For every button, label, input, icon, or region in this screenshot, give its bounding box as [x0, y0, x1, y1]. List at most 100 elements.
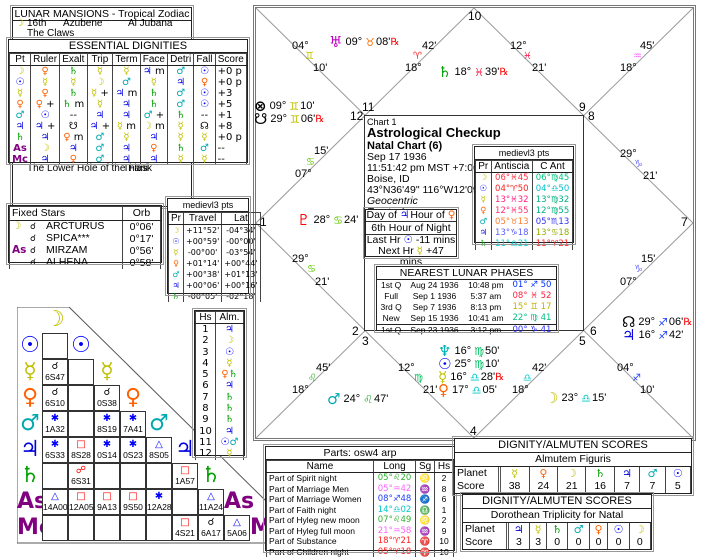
star-point: ☽: [12, 220, 22, 232]
uranus-icon: ♅: [329, 33, 343, 51]
house-number: 5: [195, 369, 216, 381]
mansion-point: ☽: [15, 18, 24, 29]
chart-place: Boise, ID: [367, 173, 410, 185]
aspect-diagonal-glyph: ☽: [45, 307, 65, 332]
row-label: Score: [455, 480, 501, 493]
planet-score: 0: [588, 536, 609, 549]
almuten: ♄: [214, 403, 245, 415]
point: ☉: [168, 236, 184, 247]
point: ♂: [168, 269, 184, 280]
aspect-diagonal-glyph: ♃: [175, 437, 195, 462]
aspect-orb: 8S28: [71, 450, 91, 460]
planet-placement-part-of-fortune: ⊗09°♊10': [254, 97, 314, 115]
cusp-degree: 18°: [620, 62, 637, 74]
row-label: Planet: [455, 467, 501, 480]
planet-glyph: ♄: [585, 467, 615, 480]
phase: 1st Q: [380, 280, 402, 290]
ruler: ♀: [30, 65, 61, 77]
antiscia: 12°♓55: [490, 206, 534, 217]
placement-minute: 24': [343, 214, 359, 226]
phase: 1st Q: [380, 325, 402, 335]
part-of-fortune-icon: ⊗: [254, 97, 267, 115]
aspect-orb: 9A13: [97, 502, 117, 512]
phase-position: 00° ♑ 41: [512, 325, 552, 335]
aspect-symbol-icon: ☌: [103, 387, 111, 398]
aspect-symbol-icon: □: [102, 491, 112, 502]
planet-score: 5: [664, 480, 692, 493]
ruler: ☽: [30, 143, 61, 154]
placement-minute: 06': [668, 316, 684, 328]
part-sign: ♎: [415, 504, 436, 515]
column-header: Exalt: [59, 53, 88, 66]
term: ♂: [112, 77, 141, 88]
aspect-cell: ✱7A41: [120, 411, 146, 437]
aspect-orb: 6S31: [71, 476, 91, 486]
travel: +00°06': [182, 280, 223, 291]
fall: ♀: [193, 77, 216, 88]
placement-minute: 06': [300, 113, 316, 125]
aspect-diagonal-glyph: ♄: [201, 463, 221, 488]
detriment: ♂: [167, 88, 195, 99]
point: ♀: [475, 206, 492, 217]
planet-glyph: ☿: [529, 523, 548, 536]
mars-icon: ♂: [327, 390, 341, 408]
detriment: ♃: [167, 77, 195, 88]
aspect-orb: 12A28: [147, 502, 172, 512]
ruler: ♃: [30, 154, 61, 165]
triplicity: ☿ +: [86, 88, 114, 99]
empty-aspect-cell: [120, 463, 146, 489]
aspect-cell: □4S21: [172, 515, 198, 541]
contra-antiscia: 12°♍55: [532, 206, 573, 217]
placement-degree: 18°: [454, 66, 472, 78]
aspect-symbol-icon: △: [51, 491, 59, 502]
empty-aspect-cell: [42, 515, 68, 541]
phase-date: Sep 1 1936: [412, 291, 457, 301]
house-number: 10: [195, 425, 216, 437]
exaltation: ♀ m: [59, 132, 88, 143]
aspect-orb: 0S23: [123, 450, 143, 460]
empty-aspect-cell: [120, 515, 146, 541]
point: As: [8, 143, 32, 154]
detriment: ♄: [167, 110, 195, 121]
placement-sign-icon: ♐: [657, 316, 668, 329]
placement-minute: 15': [591, 392, 607, 404]
placement-minute: 42': [668, 329, 684, 341]
planet-score: 3: [529, 536, 548, 549]
cusp-minute: 21': [315, 276, 330, 288]
contra-antiscia: 13°♋18: [532, 228, 573, 239]
planet-score: 38: [498, 480, 530, 493]
placement-degree: 09°: [345, 36, 363, 48]
phase-position: 15° ♊ 17: [512, 302, 552, 312]
aspect-symbol-icon: ✱: [128, 413, 138, 424]
aspect-symbol-icon: ☌: [51, 361, 59, 372]
term: ♃: [112, 99, 141, 110]
exaltation: ♄ m: [59, 99, 88, 110]
column-header: Pt: [8, 53, 32, 66]
fall: --: [193, 110, 216, 121]
chart-geo: Geocentric: [367, 195, 418, 207]
cusp-sign-icon: ♑: [634, 159, 643, 170]
star-point: As: [12, 244, 27, 256]
placement-degree: 29°: [270, 113, 287, 125]
mansion-arabic: Al Jubana: [128, 18, 173, 29]
column-header: Face: [139, 53, 169, 66]
travel: +01°14': [182, 258, 223, 269]
star-orb: 0°58': [122, 257, 161, 269]
conjunction-icon: ☌: [30, 258, 37, 268]
planet-placement-mercury: ☿16°♎28'℞: [438, 370, 504, 385]
column-header: Term: [112, 53, 141, 66]
cusp-minute: 45': [640, 40, 655, 52]
planetary-hours-panel: Day of ♃ Hour of ♀ 6th Hour of Night Las…: [363, 207, 459, 268]
aspect-orb: 12A05: [69, 502, 94, 512]
part-house: 6: [434, 494, 454, 505]
face: ♃: [139, 132, 169, 143]
mansion-meaning: The Lower Hole of the Flask: [27, 163, 153, 174]
